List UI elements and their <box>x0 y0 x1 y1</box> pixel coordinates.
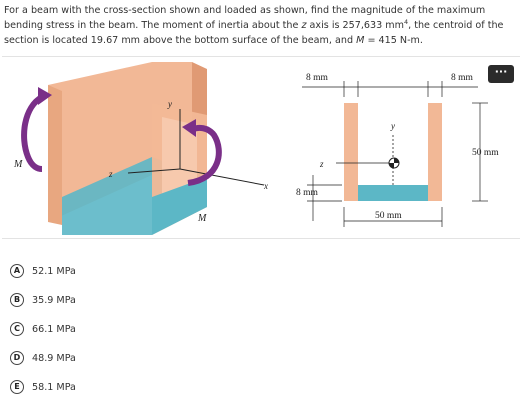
choice-b[interactable]: B 35.9 MPa <box>10 291 230 309</box>
label-y-left: y <box>167 99 172 109</box>
question-line-1: For a beam with the cross-section shown … <box>4 5 486 31</box>
dim-top-left: 8 mm <box>306 73 329 83</box>
beam-front-edge <box>48 85 62 225</box>
z-axis-line <box>127 168 181 174</box>
choice-d[interactable]: D 48.9 MPa <box>10 349 230 367</box>
x-axis-line <box>179 168 265 186</box>
question-line-3: the beam, and M = 415 N-m. <box>282 35 423 46</box>
cross-section-drawing: y z 8 mm 8 mm 50 mm 8 mm 50 mm <box>296 73 499 227</box>
dim-width: 50 mm <box>375 211 402 221</box>
more-options-button[interactable]: ··· <box>488 65 514 83</box>
section-bottom-flange <box>358 185 428 201</box>
choice-e[interactable]: E 58.1 MPa <box>10 378 230 396</box>
choice-letter-e: E <box>10 380 24 394</box>
choice-a[interactable]: A 52.1 MPa <box>10 262 230 280</box>
moment-arrowhead-left <box>38 87 52 105</box>
moment-arrowhead-right <box>182 119 196 137</box>
label-z-left: z <box>108 169 113 179</box>
choice-text-d: 48.9 MPa <box>32 352 76 364</box>
beam-end-flange <box>152 177 207 235</box>
question-line-2: The moment of inertia about the z axis i… <box>4 17 504 46</box>
beam-figure: M M y z x y z 8 mm 8 mm <box>13 62 499 235</box>
dim-top-right: 8 mm <box>451 73 474 83</box>
centroid-marker-fill-a <box>394 158 399 163</box>
choice-letter-c: C <box>10 322 24 336</box>
section-right-web <box>428 103 442 201</box>
centroid-marker-fill-b <box>389 163 394 168</box>
dim-bottom-thickness: 8 mm <box>296 188 319 198</box>
figure-panel: M M y z x y z 8 mm 8 mm <box>2 56 520 239</box>
choice-text-b: 35.9 MPa <box>32 294 76 306</box>
choice-text-a: 52.1 MPa <box>32 265 76 277</box>
dim-height: 50 mm <box>472 148 499 158</box>
moment-arrow-right <box>187 124 222 186</box>
choice-text-c: 66.1 MPa <box>32 323 76 335</box>
choice-c[interactable]: C 66.1 MPa <box>10 320 230 338</box>
choice-text-e: 58.1 MPa <box>32 381 76 393</box>
label-m-bottom: M <box>197 213 207 224</box>
question-text: For a beam with the cross-section shown … <box>4 3 520 48</box>
moment-arrow-left <box>21 94 44 172</box>
label-z-section: z <box>319 159 324 169</box>
label-x-left: x <box>263 181 268 191</box>
label-y-section: y <box>390 121 395 131</box>
choice-letter-b: B <box>10 293 24 307</box>
label-m-left: M <box>13 159 23 170</box>
choice-letter-a: A <box>10 264 24 278</box>
choice-letter-d: D <box>10 351 24 365</box>
beam-3d-drawing: M M y z x <box>13 62 268 235</box>
section-left-web <box>344 103 358 201</box>
